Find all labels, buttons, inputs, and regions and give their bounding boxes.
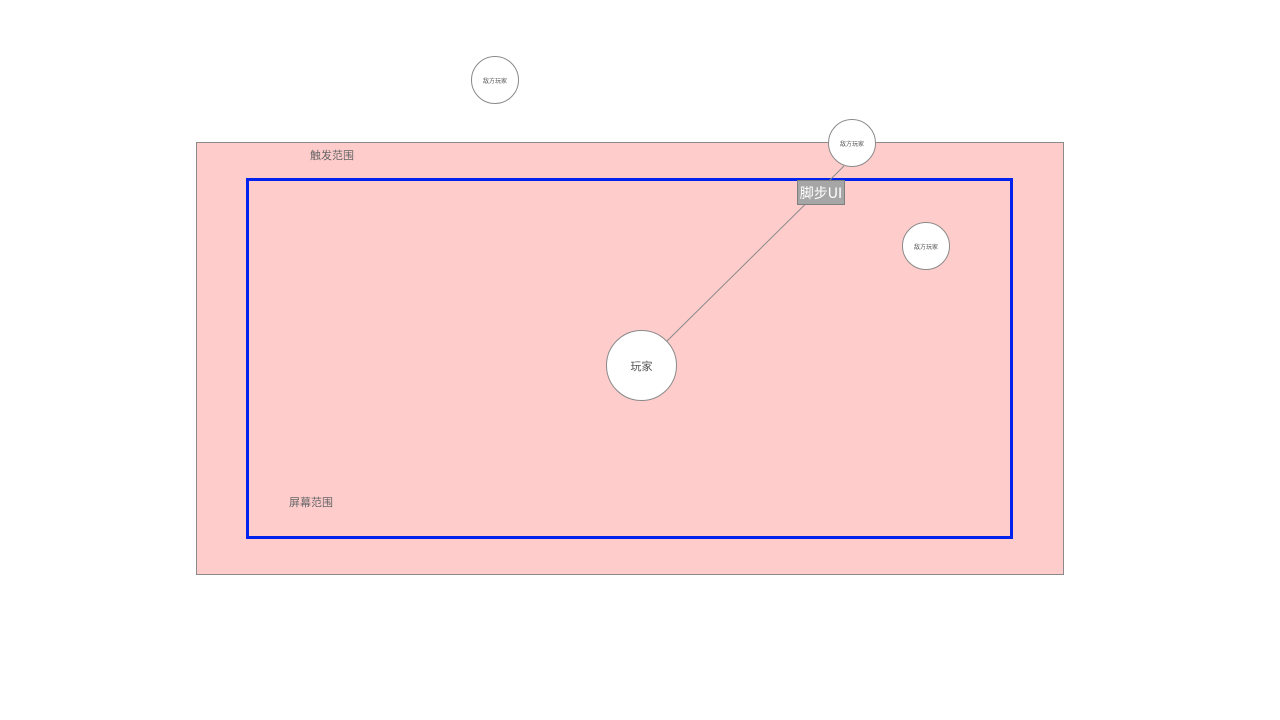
- enemy-player-node: 敌方玩家: [902, 222, 950, 270]
- enemy-player-node: 敌方玩家: [471, 56, 519, 104]
- footstep-ui-label: 脚步UI: [799, 185, 843, 202]
- enemy-player-label: 敌方玩家: [913, 243, 938, 251]
- footstep-ui-indicator: 脚步UI: [797, 180, 845, 205]
- player-label: 玩家: [630, 359, 653, 373]
- trigger-range-label: 触发范围: [310, 149, 354, 162]
- enemy-player-label: 敌方玩家: [482, 77, 507, 85]
- enemy-player-node: 敌方玩家: [828, 119, 876, 167]
- enemy-player-label: 敌方玩家: [839, 140, 864, 148]
- player-node: 玩家: [606, 330, 677, 401]
- screen-range-label: 屏幕范围: [289, 496, 333, 509]
- screen-range-zone: [246, 178, 1013, 539]
